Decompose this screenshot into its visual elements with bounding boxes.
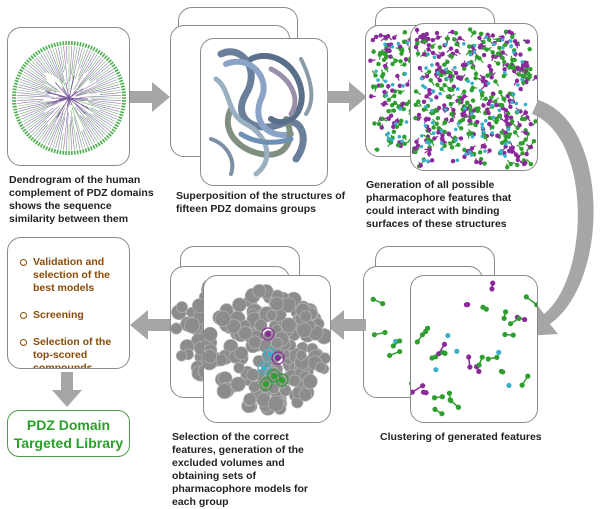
validation-item: Validation and selection of the best mod… [20, 256, 119, 295]
library-box: PDZ Domain Targeted Library [7, 410, 130, 457]
screening-item: Screening [20, 309, 119, 322]
excluded-volumes-image [204, 276, 331, 423]
arrow-left-2 [130, 310, 172, 340]
dendrogram-image [8, 28, 130, 166]
clustering-caption: Clustering of generated features [380, 431, 555, 444]
top-scored-item: Selection of the top-scored compounds [20, 336, 119, 369]
arrow-left-1 [326, 310, 368, 340]
superposition-caption: Superposition of the structures of fifte… [176, 190, 351, 216]
selection-card [203, 275, 331, 423]
protein-superposition-image [201, 39, 328, 186]
clustering-card [410, 275, 538, 423]
validation-card: Validation and selection of the best mod… [7, 237, 130, 369]
arrow-down [52, 372, 82, 408]
generation-caption: Generation of all possible pharmacophore… [366, 179, 541, 231]
validation-list: Validation and selection of the best mod… [20, 256, 119, 369]
dendrogram-caption: Dendrogram of the human complement of PD… [9, 174, 159, 226]
feature-cloud-image [411, 24, 538, 171]
clustered-features-image [411, 276, 538, 423]
arrow-right-1 [130, 82, 172, 112]
library-title-line1: PDZ Domain [8, 416, 129, 434]
arrow-right-2 [327, 82, 369, 112]
library-title-line2: Targeted Library [8, 434, 129, 452]
dendrogram-card [7, 27, 130, 166]
superposition-card [200, 38, 328, 186]
generation-card [410, 23, 538, 171]
selection-caption: Selection of the correct features, gener… [172, 431, 332, 509]
